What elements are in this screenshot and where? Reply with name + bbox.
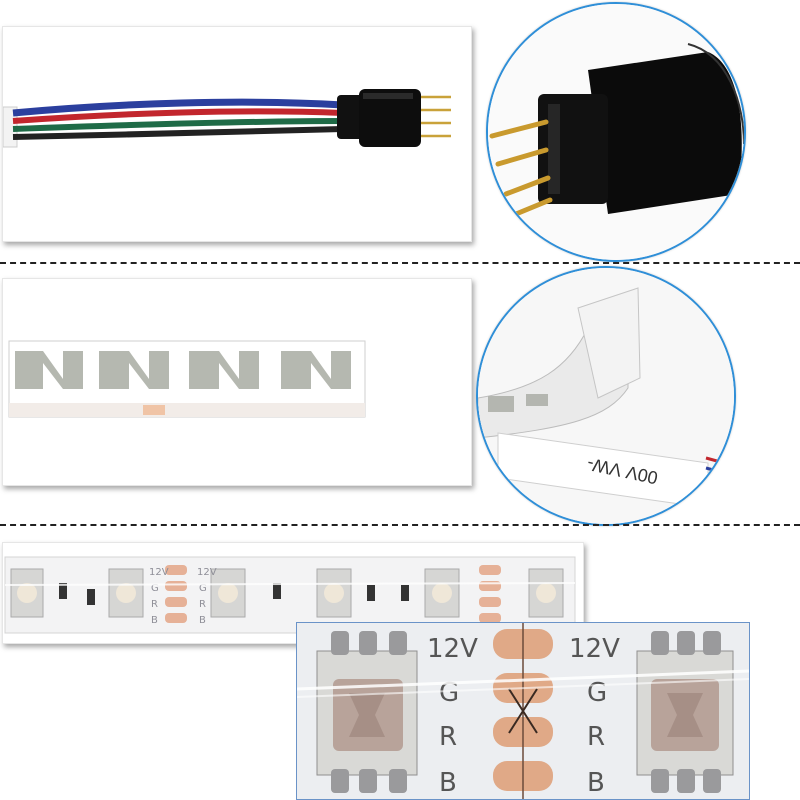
pad-label-12v-right: 12V — [197, 567, 217, 578]
photo-connector-closeup — [486, 2, 746, 262]
pad-label-12v: 12V — [149, 567, 169, 578]
pad-label-g-right: G — [199, 583, 207, 594]
pad-label-b: B — [151, 615, 158, 626]
pad-label-b-right: B — [199, 615, 206, 626]
closeup-label-12v-right: 12V — [569, 634, 620, 664]
closeup-label-b: B — [439, 768, 457, 798]
photo-connector-cable — [2, 26, 472, 242]
closeup-label-b-right: B — [587, 768, 605, 798]
closeup-label-12v: 12V — [427, 634, 478, 664]
closeup-label-g: G — [439, 678, 459, 708]
photo-led-closeup: 12V G R B 12V G R B — [296, 622, 750, 800]
closeup-label-r-right: R — [587, 722, 605, 752]
pad-label-g: G — [151, 583, 159, 594]
section-divider-1 — [0, 262, 800, 264]
pad-label-r: R — [151, 599, 158, 610]
closeup-label-g-right: G — [587, 678, 607, 708]
section-divider-2 — [0, 524, 800, 526]
closeup-label-r: R — [439, 722, 457, 752]
pad-label-r-right: R — [199, 599, 206, 610]
photo-adhesive-tape — [2, 278, 472, 486]
photo-tape-peeling-closeup: 00V VW- — [476, 266, 736, 526]
photo-led-strip: 12V G R B 12V G R B — [2, 542, 584, 644]
